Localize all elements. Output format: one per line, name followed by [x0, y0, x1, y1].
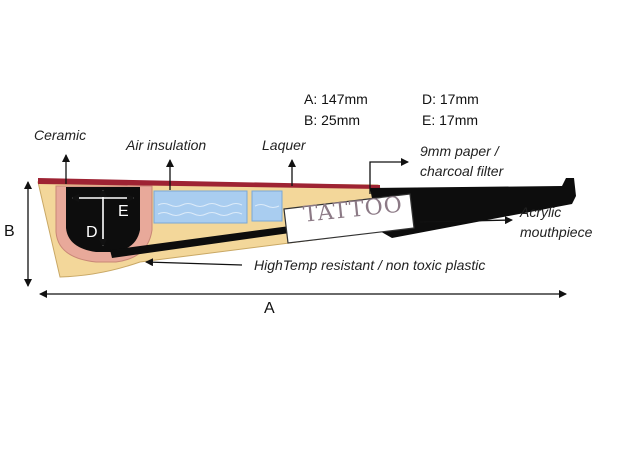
spec-b: B: 25mm — [304, 112, 361, 128]
dimension-d-label: D — [86, 224, 98, 241]
dimension-a-label: A — [264, 300, 275, 317]
dimension-e-label: E — [118, 203, 129, 220]
acrylic-arrow — [419, 216, 513, 225]
air-insulation-window-1 — [153, 190, 248, 224]
dimension-b-label: B — [4, 223, 15, 240]
spec-d: D: 17mm — [422, 91, 479, 107]
ceramic-label: Ceramic — [34, 127, 87, 143]
filter-arrow — [369, 158, 409, 194]
acrylic-label-line2: mouthpiece — [520, 224, 593, 240]
acrylic-label-line1: Acrylic — [520, 204, 562, 220]
acrylic-mouthpiece — [370, 178, 576, 238]
spec-e: E: 17mm — [422, 112, 479, 128]
laquer-stripe — [38, 178, 380, 189]
filter-label-line2: charcoal filter — [420, 163, 504, 179]
smoke-channel — [110, 226, 290, 258]
plastic-arrow — [145, 258, 243, 267]
plastic-label: HighTemp resistant / non toxic plastic — [254, 257, 486, 273]
laquer-label: Laquer — [262, 137, 306, 153]
air-insulation-label: Air insulation — [126, 137, 207, 153]
spec-a: A: 147mm — [304, 91, 368, 107]
filter-body — [283, 193, 415, 244]
filter-label-line1: 9mm paper / — [420, 143, 499, 159]
